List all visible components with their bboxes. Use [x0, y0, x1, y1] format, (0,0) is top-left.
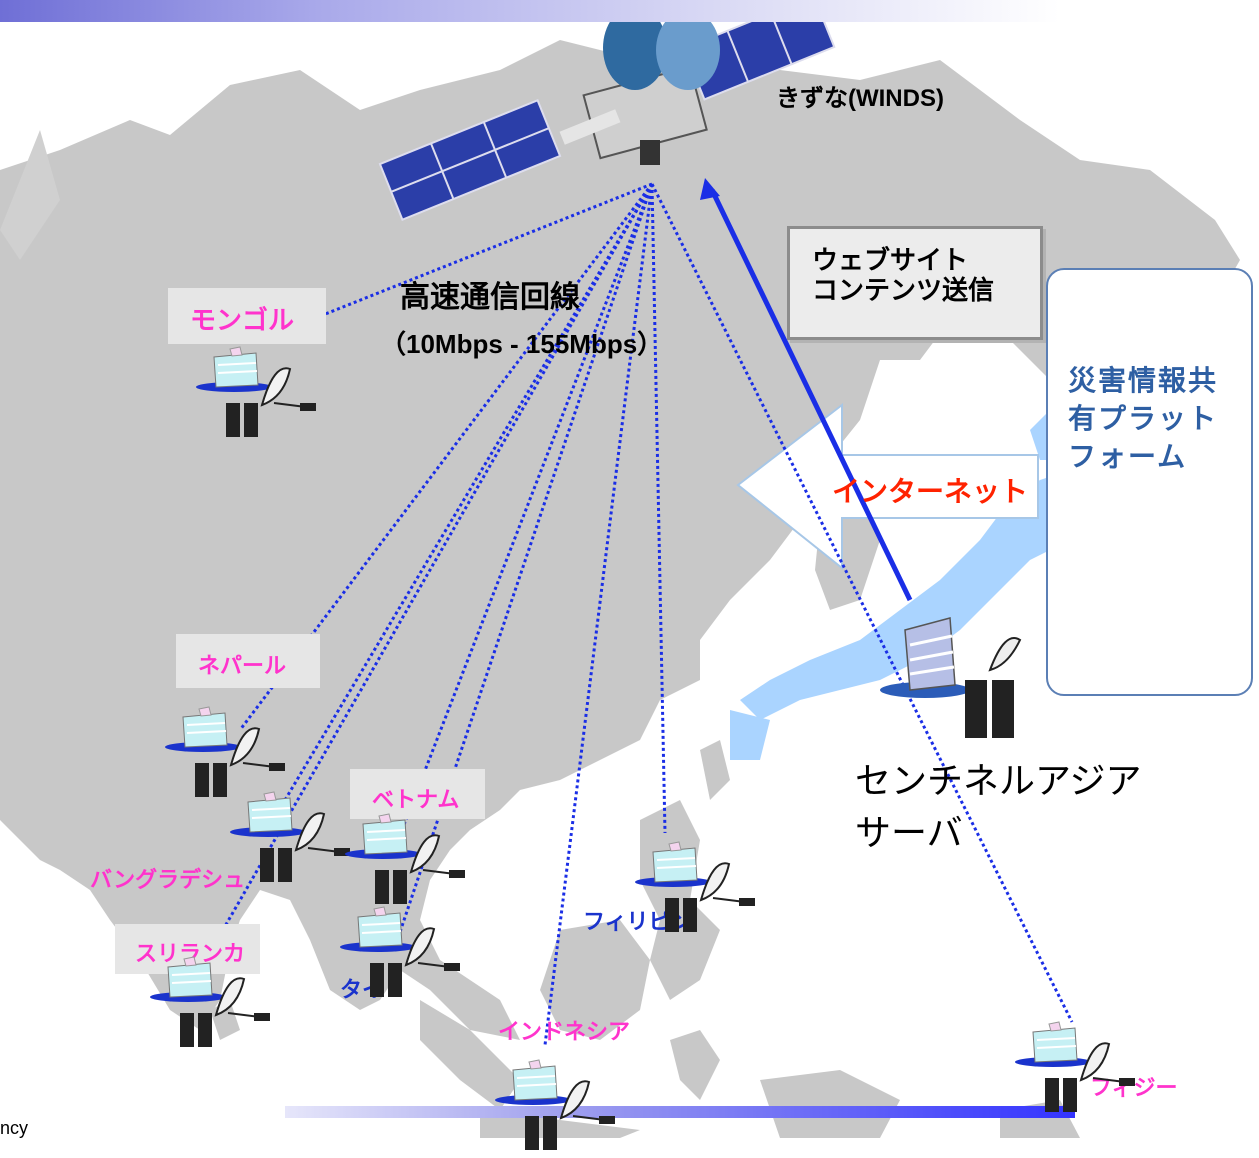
station-philippines-icon: [635, 840, 765, 940]
internet-label: インターネット: [832, 476, 1029, 507]
station-vietnam-icon: [345, 812, 475, 912]
taiwan: [700, 740, 730, 800]
link-fiji: [650, 183, 1074, 1023]
link-srilanka: [218, 183, 654, 936]
philippines-islands: [640, 800, 720, 1000]
new-guinea: [760, 1070, 900, 1138]
platform-title: 災害情報共 有プラットフォーム: [1068, 365, 1219, 472]
link-vietnam: [398, 183, 654, 836]
country-mongolia: モンゴル: [190, 305, 295, 335]
station-mongolia-icon: [196, 345, 326, 445]
country-bangladesh: バングラデシュ: [90, 867, 246, 892]
content-transmit-text: ウェブサイト コンテンツ送信: [812, 245, 995, 305]
satellite-label: きずな(WINDS): [776, 85, 944, 112]
station-srilanka-icon: [150, 955, 280, 1055]
kyushu: [730, 710, 770, 760]
link-title: 高速通信回線: [400, 281, 580, 314]
europe-west-strip: [0, 130, 60, 260]
server-label-line1: センチネルアジア: [855, 760, 1142, 801]
station-indonesia-icon: [495, 1058, 625, 1158]
sumatra: [420, 1000, 520, 1110]
station-thailand-icon: [340, 905, 470, 1005]
country-indonesia: インドネシア: [498, 1019, 631, 1044]
server-label-line2: サーバ: [855, 812, 963, 853]
platform-panel: 災害情報共 有プラットフォーム: [1046, 268, 1253, 696]
country-nepal: ネパール: [198, 653, 287, 678]
nepal-label-box: [176, 634, 320, 688]
link-speed: （10Mbps - 155Mbps）: [380, 329, 664, 359]
title-accent-bar: [0, 0, 1060, 22]
link-mongolia: [259, 182, 653, 342]
link-indonesia: [543, 183, 654, 1046]
content-transmit-box: ウェブサイト コンテンツ送信: [787, 226, 1043, 340]
country-vietnam: ベトナム: [372, 787, 460, 812]
vietnam-label-box: [350, 769, 485, 819]
station-nepal-icon: [165, 705, 295, 805]
station-fiji-icon: [1015, 1020, 1145, 1120]
uplink-arrow-head: [700, 178, 720, 200]
uplink-arrow-line: [709, 188, 913, 602]
internet-arrow-shape: [736, 402, 1039, 571]
footer-fragment: ncy: [0, 1118, 29, 1138]
sulawesi: [670, 1030, 720, 1100]
japan-islands: [740, 470, 1090, 720]
footer-accent-bar: [285, 1106, 1075, 1118]
link-philippines: [650, 183, 667, 834]
station-bangladesh-icon: [230, 790, 360, 890]
borneo: [540, 920, 650, 1040]
sentinel-server-icon: [880, 610, 1030, 740]
mongolia-label-box: [168, 288, 326, 344]
